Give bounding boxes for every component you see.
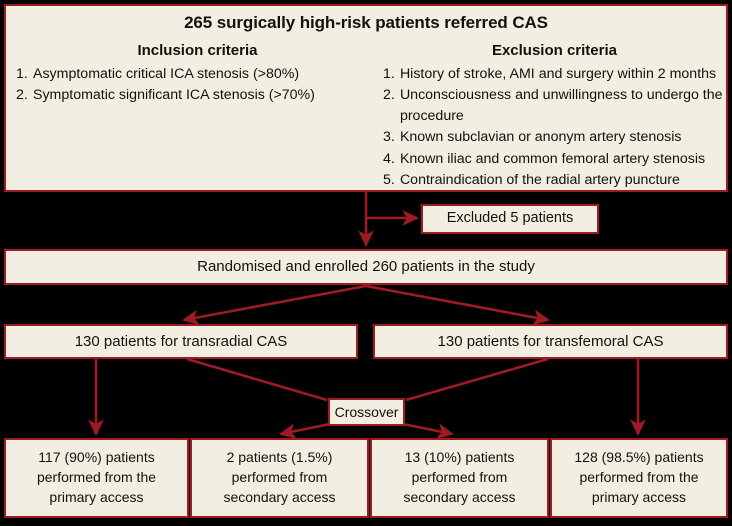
outcome-box-transfemoral-secondary: 13 (10%) patients performed from seconda…: [370, 438, 549, 518]
randomised-box: Randomised and enrolled 260 patients in …: [4, 249, 728, 285]
inclusion-criteria-column: Inclusion criteria 1. Asymptomatic criti…: [6, 42, 379, 192]
item-number: 1.: [382, 66, 395, 82]
excluded-patients-label: Excluded 5 patients: [446, 210, 574, 227]
line-randomised-to-transfemoral: [365, 284, 551, 325]
transradial-arm-label: 130 patients for transradial CAS: [74, 332, 288, 350]
item-text: Unconsciousness and unwillingness to und…: [399, 87, 723, 124]
crossover-label: Crossover: [334, 403, 399, 420]
list-item: 2. Unconsciousness and unwillingness to …: [383, 85, 726, 126]
outcome-text: 2 patients (1.5%) performed from seconda…: [192, 448, 367, 508]
outcome-line-1: 13 (10%) patients: [404, 449, 515, 466]
outcome-line-1: 128 (98.5%) patients: [574, 449, 704, 466]
outcome-line-1: 117 (90%) patients: [38, 449, 155, 466]
page-title: 265 surgically high-risk patients referr…: [184, 13, 548, 32]
outcome-box-transradial-primary: 117 (90%) patients performed from the pr…: [4, 438, 189, 518]
list-item: 3. Known subclavian or anonym artery ste…: [383, 127, 726, 147]
item-number: 1.: [16, 66, 28, 82]
outcome-line-3: primary access: [49, 488, 144, 505]
item-text: Known iliac and common femoral artery st…: [399, 150, 706, 167]
criteria-columns: Inclusion criteria 1. Asymptomatic criti…: [6, 42, 726, 192]
outcome-line-2: performed from the: [579, 469, 699, 486]
outcome-line-2: performed from: [411, 469, 508, 486]
item-number: 2.: [16, 87, 28, 104]
list-item: 5. Contraindication of the radial artery…: [383, 170, 726, 190]
outcome-line-3: primary access: [591, 488, 687, 505]
line-crossover-to-outcome-2: [278, 422, 331, 439]
criteria-box: 265 surgically high-risk patients referr…: [4, 4, 728, 192]
outcome-line-3: secondary access: [403, 488, 516, 505]
transradial-arm-box: 130 patients for transradial CAS: [4, 324, 358, 359]
outcome-text: 117 (90%) patients performed from the pr…: [6, 448, 187, 508]
line-randomised-to-transradial: [181, 284, 367, 325]
outcome-line-2: performed from the: [36, 469, 157, 486]
exclusion-criteria-list: 1. History of stroke, AMI and surgery wi…: [383, 64, 726, 191]
item-text: History of stroke, AMI and surgery withi…: [399, 66, 717, 82]
item-text: Contraindication of the radial artery pu…: [399, 172, 680, 189]
list-item: 4. Known iliac and common femoral artery…: [383, 149, 726, 169]
outcome-line-3: secondary access: [223, 488, 336, 505]
outcome-text: 128 (98.5%) patients performed from the …: [552, 448, 726, 508]
line-transfemoral-to-crossover: [405, 357, 549, 402]
list-item: 2. Symptomatic significant ICA stenosis …: [16, 85, 379, 105]
outcome-line-1: 2 patients (1.5%): [226, 449, 333, 466]
transfemoral-arm-label: 130 patients for transfemoral CAS: [437, 332, 664, 350]
crossover-box: Crossover: [328, 398, 405, 426]
exclusion-criteria-heading: Exclusion criteria: [491, 42, 617, 59]
outcome-line-2: performed from: [231, 469, 328, 486]
transfemoral-arm-box: 130 patients for transfemoral CAS: [373, 324, 728, 359]
line-crossover-to-outcome-3: [402, 422, 455, 439]
item-number: 3.: [382, 129, 395, 146]
line-transradial-to-crossover: [186, 357, 328, 402]
item-number: 5.: [382, 172, 395, 189]
item-number: 4.: [382, 150, 395, 167]
item-text: Symptomatic significant ICA stenosis (>7…: [33, 87, 315, 104]
inclusion-criteria-heading: Inclusion criteria: [137, 42, 258, 59]
outcome-box-transfemoral-primary: 128 (98.5%) patients performed from the …: [550, 438, 728, 518]
excluded-patients-box: Excluded 5 patients: [421, 204, 599, 234]
item-text: Known subclavian or anonym artery stenos…: [399, 129, 682, 146]
exclusion-criteria-column: Exclusion criteria 1. History of stroke,…: [379, 42, 726, 192]
list-item: 1. History of stroke, AMI and surgery wi…: [383, 64, 726, 84]
item-text: Asymptomatic critical ICA stenosis (>80%…: [33, 66, 300, 82]
outcome-box-transradial-secondary: 2 patients (1.5%) performed from seconda…: [190, 438, 369, 518]
list-item: 1. Asymptomatic critical ICA stenosis (>…: [16, 64, 379, 84]
outcome-text: 13 (10%) patients performed from seconda…: [372, 448, 547, 508]
randomised-label: Randomised and enrolled 260 patients in …: [197, 258, 535, 276]
inclusion-criteria-list: 1. Asymptomatic critical ICA stenosis (>…: [16, 64, 379, 106]
item-number: 2.: [382, 87, 395, 104]
